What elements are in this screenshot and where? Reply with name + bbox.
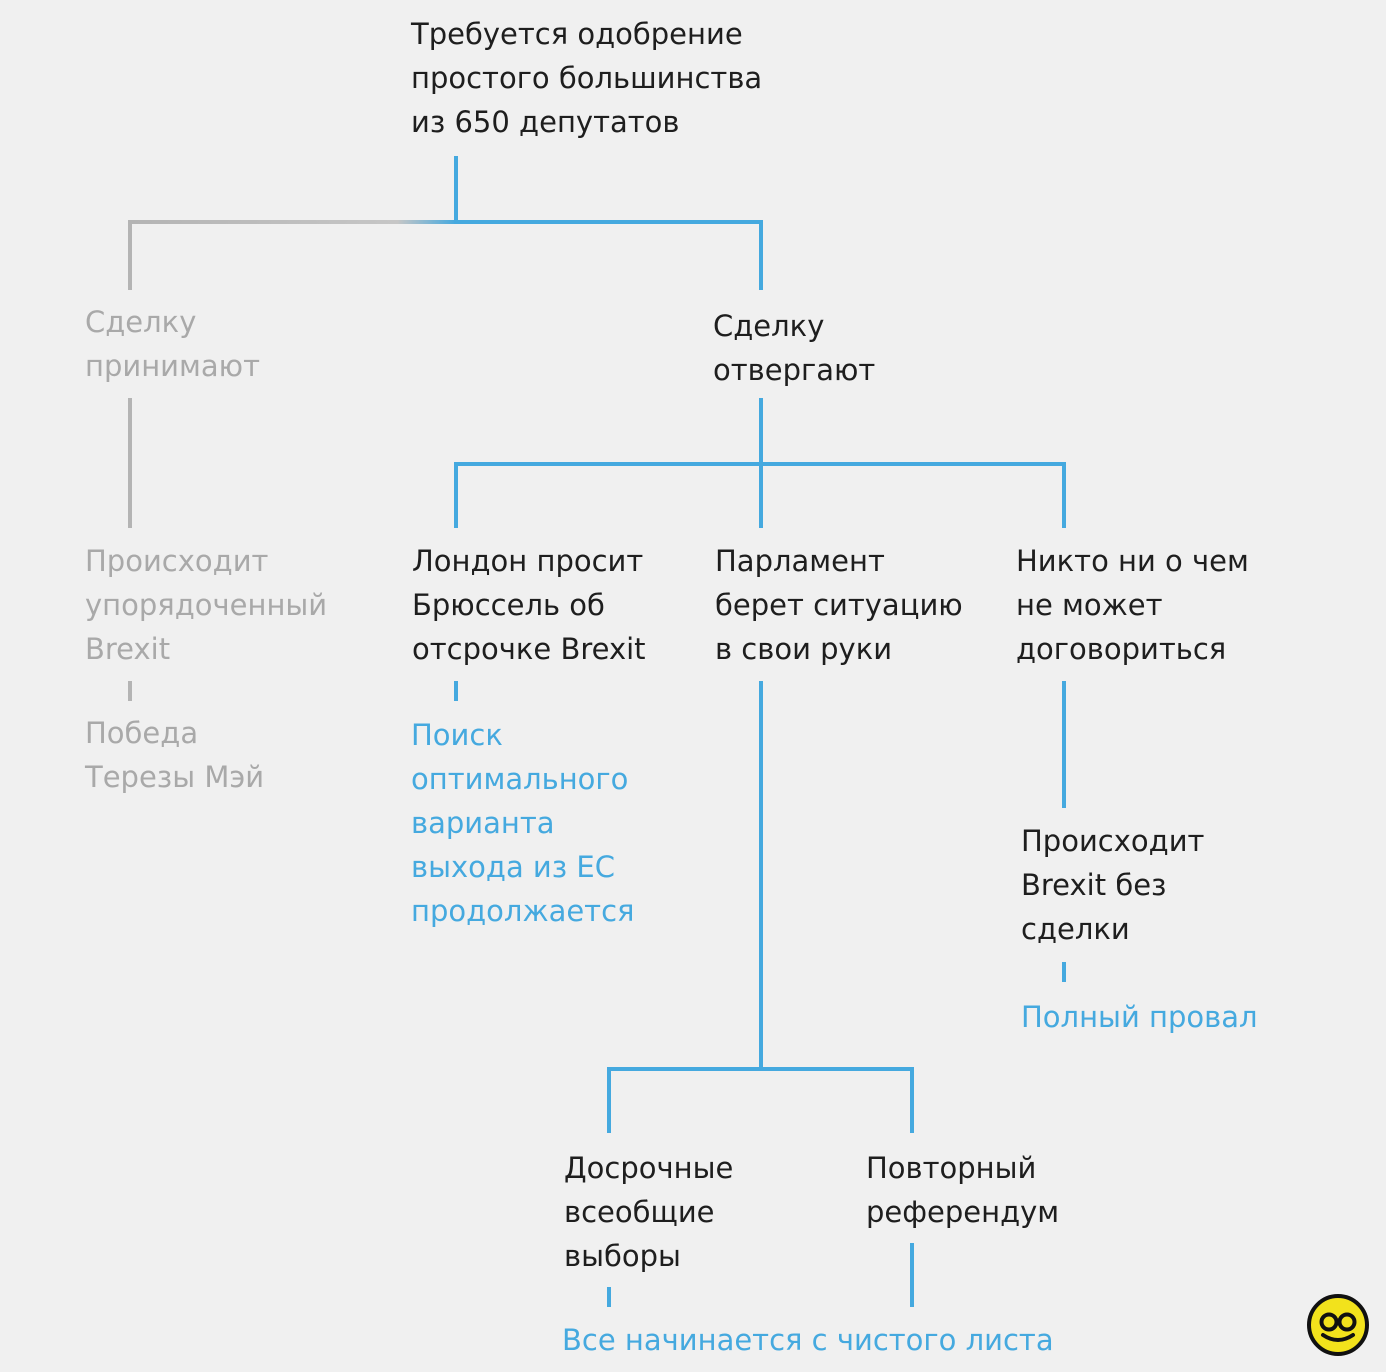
- parliament-node: Парламент берет ситуацию в свои руки: [715, 544, 963, 666]
- london-asks-node: Лондон просит Брюссель об отсрочке Brexi…: [412, 544, 646, 666]
- connector-options-bar: [454, 462, 1066, 528]
- fresh-start-node: Все начинается с чистого листа: [562, 1323, 1054, 1357]
- root-node: Требуется одобрение простого большинства…: [411, 17, 763, 139]
- nobody-agrees-node: Никто ни о чем не может договориться: [1016, 544, 1249, 666]
- second-referendum-node: Повторный референдум: [866, 1151, 1060, 1229]
- connector-split-bar: [607, 1067, 914, 1133]
- may-victory-node: Победа Терезы Мэй: [85, 716, 265, 794]
- infinity-face-logo-icon: [1307, 1294, 1369, 1356]
- orderly-brexit-node: Происходит упорядоченный Brexit: [85, 544, 328, 666]
- connector-root-to-accepted: [128, 220, 456, 290]
- deal-rejected-node: Сделку отвергают: [713, 309, 876, 387]
- connector-root-to-rejected: [454, 156, 763, 290]
- early-elections-node: Досрочные всеобщие выборы: [564, 1151, 734, 1273]
- search-continues-node: Поиск оптимального варианта выхода из ЕС…: [411, 718, 635, 928]
- no-deal-brexit-node: Происходит Brexit без сделки: [1021, 824, 1205, 946]
- total-failure-node: Полный провал: [1021, 1000, 1258, 1034]
- deal-accepted-node: Сделку принимают: [85, 305, 260, 383]
